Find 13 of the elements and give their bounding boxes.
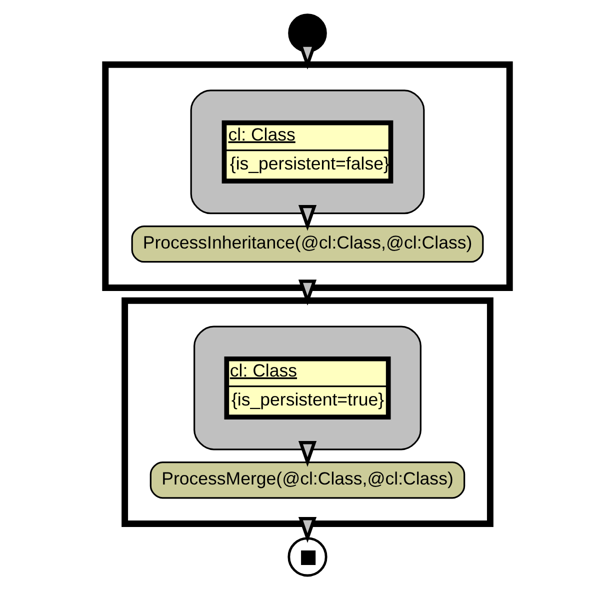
cluster xyxy=(102,61,513,291)
node-box: ProcessMerge(@cl:Class,@cl:Class) xyxy=(150,462,466,499)
node-box: ProcessInheritance(@cl:Class,@cl:Class) xyxy=(131,225,484,263)
cluster xyxy=(190,90,425,214)
arrow xyxy=(298,204,317,231)
node-circle xyxy=(288,537,328,577)
arrow xyxy=(298,441,317,467)
arrow xyxy=(298,280,317,306)
cluster xyxy=(194,326,422,450)
arrow xyxy=(298,44,317,70)
cluster xyxy=(122,297,494,527)
arrow xyxy=(298,516,317,543)
node-box: cl: Class {is_persistent=true} xyxy=(224,356,391,420)
